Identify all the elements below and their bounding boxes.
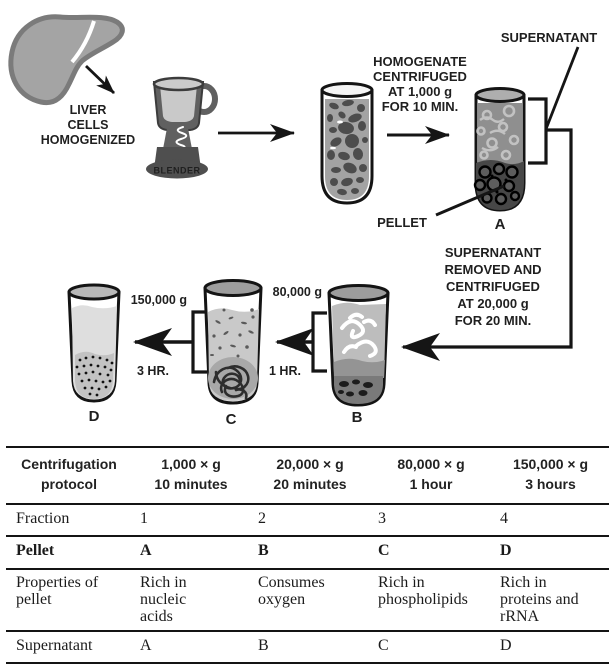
homogenate-tube-icon bbox=[320, 82, 374, 205]
table-row-pellet: Pellet A B C D bbox=[6, 535, 609, 567]
table-cell: Rich in nucleic acids bbox=[140, 573, 187, 625]
table-cell: 3 bbox=[378, 509, 386, 527]
ribosome-dots bbox=[75, 355, 114, 397]
blender-label: BLENDER bbox=[153, 166, 200, 176]
table-cell: A bbox=[140, 542, 152, 560]
cell-blobs bbox=[327, 99, 368, 196]
arrow-a-to-b bbox=[401, 128, 573, 361]
bracket-b bbox=[311, 311, 327, 373]
liver-caption-line: LIVER bbox=[70, 103, 107, 117]
table-cell: Consumes oxygen bbox=[258, 573, 325, 608]
row-label: Supernatant bbox=[16, 636, 93, 654]
step2-caption-line: SUPERNATANT bbox=[445, 245, 541, 260]
time-1hr-label: 1 HR. bbox=[269, 364, 301, 378]
pellet-vesicles bbox=[473, 162, 521, 206]
tube-d-letter: D bbox=[89, 408, 100, 425]
table-cell: D bbox=[500, 636, 512, 654]
table-cell: 2 bbox=[258, 509, 266, 527]
table-cell: D bbox=[500, 542, 512, 560]
table-cell: Rich in phospholipids bbox=[378, 573, 468, 608]
row-label: Fraction bbox=[16, 509, 70, 527]
table-cell: B bbox=[258, 636, 269, 654]
supernatant-label: SUPERNATANT bbox=[501, 30, 597, 45]
speed-150k-label: 150,000 g bbox=[131, 293, 187, 307]
step1-caption-line: CENTRIFUGED bbox=[373, 69, 467, 84]
membrane-squiggles bbox=[340, 312, 378, 358]
pellet-blobs bbox=[338, 379, 373, 397]
supernatant-debris bbox=[476, 104, 520, 161]
tube-c-icon bbox=[203, 279, 263, 405]
step1-caption-line: AT 1,000 g bbox=[388, 84, 452, 99]
liver-caption-line: HOMOGENIZED bbox=[41, 133, 135, 147]
tube-d-icon bbox=[67, 283, 121, 403]
step1-caption-line: HOMOGENATE bbox=[373, 54, 467, 69]
pellet-label: PELLET bbox=[377, 215, 427, 230]
blender-icon: BLENDER bbox=[146, 76, 218, 179]
arrow-liver-to-blender bbox=[85, 64, 115, 95]
step2-caption-line: CENTRIFUGED bbox=[446, 279, 540, 294]
liver-caption-line: CELLS bbox=[68, 118, 109, 132]
er-tangle bbox=[212, 365, 250, 400]
table-cell: A bbox=[140, 636, 152, 654]
step2-caption-line: FOR 20 MIN. bbox=[455, 313, 532, 328]
table-row-properties: Properties of pellet Rich in nucleic aci… bbox=[6, 567, 609, 630]
time-3hr-label: 3 HR. bbox=[137, 364, 169, 378]
table-cell: C bbox=[378, 542, 390, 560]
tube-a-letter: A bbox=[495, 216, 506, 233]
step2-caption-line: AT 20,000 g bbox=[457, 296, 528, 311]
tube-a-icon bbox=[473, 87, 526, 212]
step2-caption-line: REMOVED AND bbox=[444, 262, 541, 277]
pellet-pointer-line bbox=[435, 184, 505, 217]
table-row-supernatant: Supernatant A B C D bbox=[6, 629, 609, 662]
tube-c-letter: C bbox=[226, 411, 237, 428]
supernatant-pointer-line bbox=[544, 46, 580, 130]
speed-80k-label: 80,000 g bbox=[273, 285, 322, 299]
row-label: Properties of pellet bbox=[16, 573, 99, 608]
fractionation-diagram: LIVER CELLS HOMOGENIZED BLENDER bbox=[8, 14, 597, 428]
vesicle-specks bbox=[210, 308, 255, 358]
table-cell: Rich in proteins and rRNA bbox=[500, 573, 579, 625]
tube-b-letter: B bbox=[352, 409, 363, 426]
tube-b-icon bbox=[327, 284, 390, 407]
table-row-fraction: Fraction 1 2 3 4 bbox=[6, 502, 609, 535]
table-cell: 1 bbox=[140, 509, 148, 527]
table-cell: C bbox=[378, 636, 389, 654]
table-cell: 4 bbox=[500, 509, 508, 527]
table-cell: B bbox=[258, 542, 269, 560]
bracket-a bbox=[528, 97, 548, 165]
liver-icon bbox=[8, 14, 125, 106]
row-label: Pellet bbox=[16, 542, 55, 560]
step1-caption-line: FOR 10 MIN. bbox=[382, 99, 459, 114]
